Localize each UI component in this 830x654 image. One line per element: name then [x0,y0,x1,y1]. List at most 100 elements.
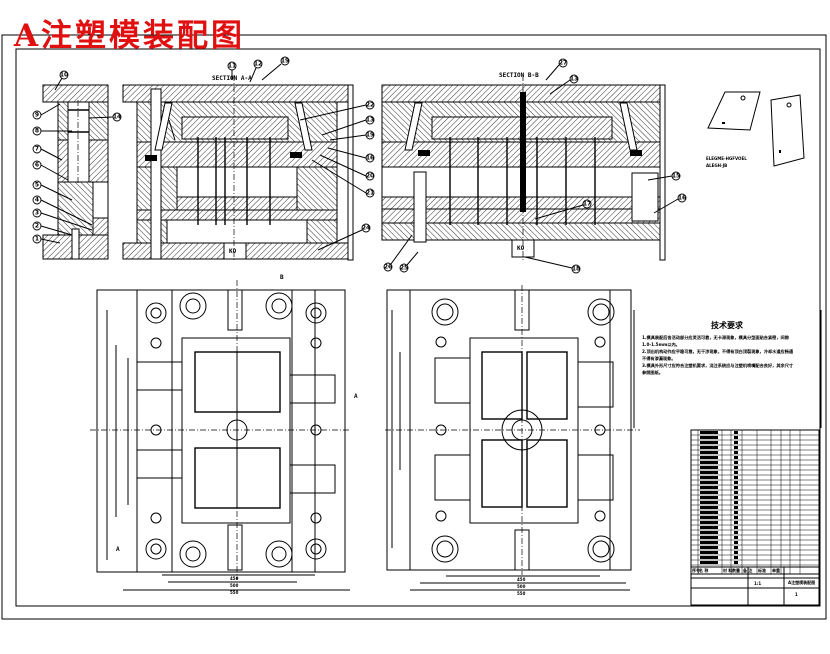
parts-list-cell [700,491,718,494]
balloon-7: 7 [32,144,63,161]
svg-text:16: 16 [366,155,374,162]
parts-list-cell [700,561,718,564]
tech-req-line-5: 3.模具外形尺寸应符合注塑机要求，浇注系统应与注塑机喷嘴配合良好，其余尺寸 [642,362,794,369]
dim-left-1: 450 [230,576,239,581]
parts-list-cell [734,456,738,459]
title-block-sheet: 1 [795,592,798,597]
right-plan-view [385,285,640,591]
balloon-18: 18 [524,256,581,274]
tech-req-line-4: 不得有渗漏现象。 [642,355,676,362]
svg-text:1: 1 [35,236,39,243]
tech-req-line-1: 1.模具装配后各活动部分应灵活可靠，无卡滞现象，模具分型面贴合紧密，间隙 [642,334,790,341]
svg-text:3: 3 [35,210,39,217]
tech-req-line-2: 1.0-1.5mm以内。 [642,341,680,348]
parts-list-cell [734,526,738,529]
balloon-22: 22 [299,100,375,121]
svg-text:18: 18 [572,266,580,273]
balloon-2: 2 [32,221,73,236]
balloon-16-b: 16 [653,193,687,214]
tech-requirements-heading: 技术要求 [711,320,744,330]
svg-text:22: 22 [366,102,374,109]
balloon-27: 27 [545,58,568,81]
parts-list-cell [700,476,718,479]
svg-text:17: 17 [583,201,591,208]
parts-list-cell [734,461,738,464]
balloon-21: 21 [311,159,375,198]
parts-list-cell [700,461,718,464]
parts-list-cell [734,471,738,474]
parts-list-cell [700,541,718,544]
section-a-balloons: 11 12 19 22 13 19 16 20 21 24 [227,56,375,251]
svg-text:27: 27 [559,60,567,67]
parts-list-cell [700,506,718,509]
parts-list-header: 序号 [691,567,700,573]
balloon-12: 12 [249,59,263,83]
balloon-5: 5 [32,180,73,201]
section-b-label: SECTION B-B [499,72,539,79]
svg-text:19: 19 [366,132,374,139]
inner-border [15,48,821,607]
parts-list-cell [700,436,718,439]
parts-list-cell [700,516,718,519]
svg-text:8: 8 [35,128,39,135]
balloon-14: 14 [88,112,122,122]
parts-list-cell [734,476,738,479]
parts-list-cell [734,546,738,549]
svg-text:9: 9 [35,112,39,119]
parts-list-cell [700,556,718,559]
parts-list-cell [734,541,738,544]
svg-text:26: 26 [384,264,392,271]
balloon-19: 19 [329,130,375,141]
svg-text:21: 21 [366,190,374,197]
parts-list-cell [734,491,738,494]
parts-list-cell [700,431,718,434]
svg-text:25: 25 [400,265,408,272]
parts-list-cell [734,481,738,484]
svg-text:4: 4 [35,197,39,204]
parts-list-cell [734,556,738,559]
balloon-4: 4 [32,195,93,226]
parts-list-header: 标准 [757,567,766,573]
balloon-13-b: 13 [549,74,579,95]
balloon-16: 16 [327,147,375,163]
parts-list-cell [700,521,718,524]
svg-text:20: 20 [366,173,374,180]
parts-list-cell [734,486,738,489]
balloon-8: 8 [32,126,72,136]
parts-list-cell [734,466,738,469]
balloon-19-top: 19 [261,56,290,81]
tech-requirements: 技术要求 1.模具装配后各活动部分应灵活可靠，无卡滞现象，模具分型面贴合紧密，间… [633,310,822,428]
dim-right-2: 500 [517,584,526,589]
parts-list-cell [700,456,718,459]
parts-list-cell [734,506,738,509]
dim-right-1: 450 [517,577,526,582]
parts-list-header: 名 称 [699,567,708,573]
balloon-9: 9 [32,103,61,120]
title-block-name: A注塑模装配图 [788,579,815,585]
tech-req-line-6: 参照图纸。 [642,369,663,376]
parts-list-cell [734,496,738,499]
drawing-title: A注塑模装配图 [14,18,246,54]
svg-text:24: 24 [362,225,370,232]
parts-list-header: 材 料 [722,567,732,573]
parts-list-header: 单重 [772,567,780,573]
parts-list-cell [700,551,718,554]
svg-text:2: 2 [35,223,39,230]
parts-list-cell [700,451,718,454]
balloon-6: 6 [32,160,69,181]
balloon-13: 13 [321,115,375,136]
balloon-26: 26 [383,234,413,272]
section-a-view: KO [122,75,354,261]
balloon-15: 15 [647,171,681,181]
parts-list-cell [700,536,718,539]
parts-list-cell [700,501,718,504]
balloon-11: 11 [227,61,237,80]
parts-list-cell [734,551,738,554]
svg-text:12: 12 [254,61,262,68]
svg-text:5: 5 [35,182,39,189]
parts-list-cell [734,441,738,444]
svg-text:11: 11 [228,63,236,70]
balloon-1: 1 [32,234,61,244]
parts-list-cell [734,451,738,454]
balloon-24: 24 [317,223,371,251]
